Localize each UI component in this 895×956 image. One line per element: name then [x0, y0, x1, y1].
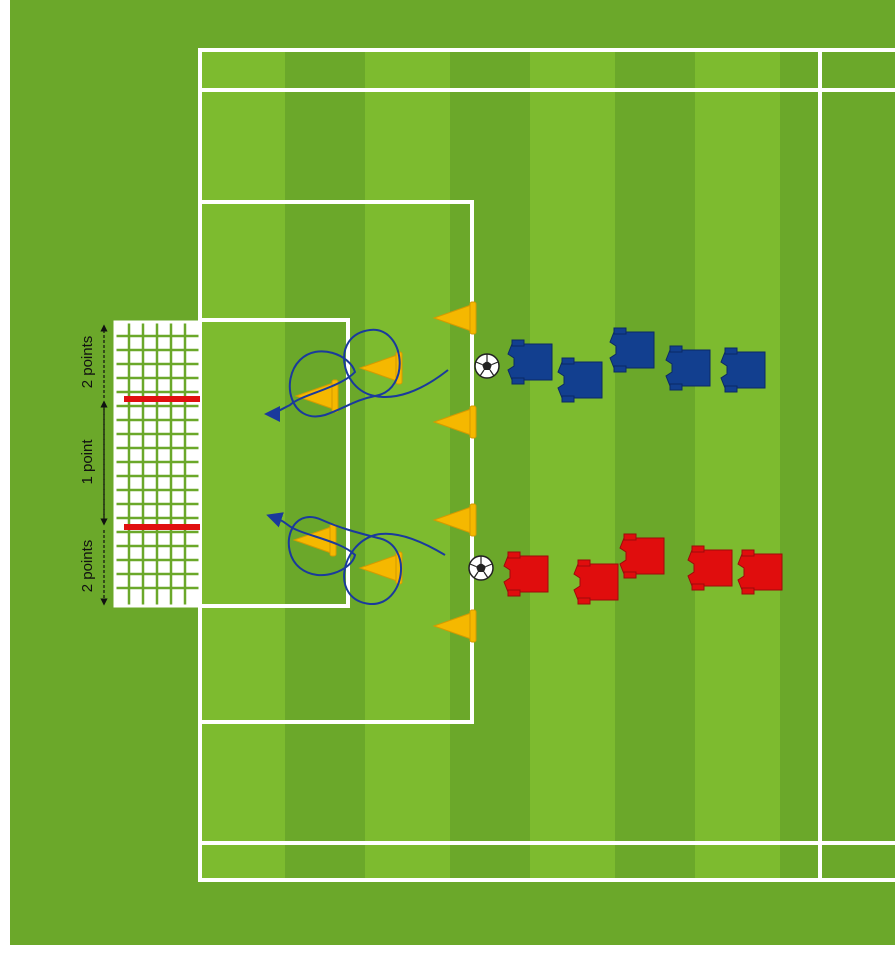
red-player-jersey-icon [574, 560, 618, 604]
red-player-jersey-icon [504, 552, 548, 596]
blue-player-jersey-icon [666, 346, 710, 390]
red-player-jersey-icon [688, 546, 732, 590]
soccer-ball-icon [469, 556, 493, 580]
goal-zone-marker-top [124, 396, 200, 402]
soccer-ball-icon [475, 354, 499, 378]
zone-label-top: 2 points [79, 336, 96, 389]
red-player-jersey-icon [738, 550, 782, 594]
blue-player-jersey-icon [558, 358, 602, 402]
blue-player-jersey-icon [721, 348, 765, 392]
goal-net [115, 322, 200, 606]
zone-label-middle: 1 point [79, 439, 96, 485]
blue-player-jersey-icon [508, 340, 552, 384]
red-player-jersey-icon [620, 534, 664, 578]
blue-player-jersey-icon [610, 328, 654, 372]
goal-zone-marker-bottom [124, 524, 200, 530]
zone-label-bottom: 2 points [79, 540, 96, 593]
